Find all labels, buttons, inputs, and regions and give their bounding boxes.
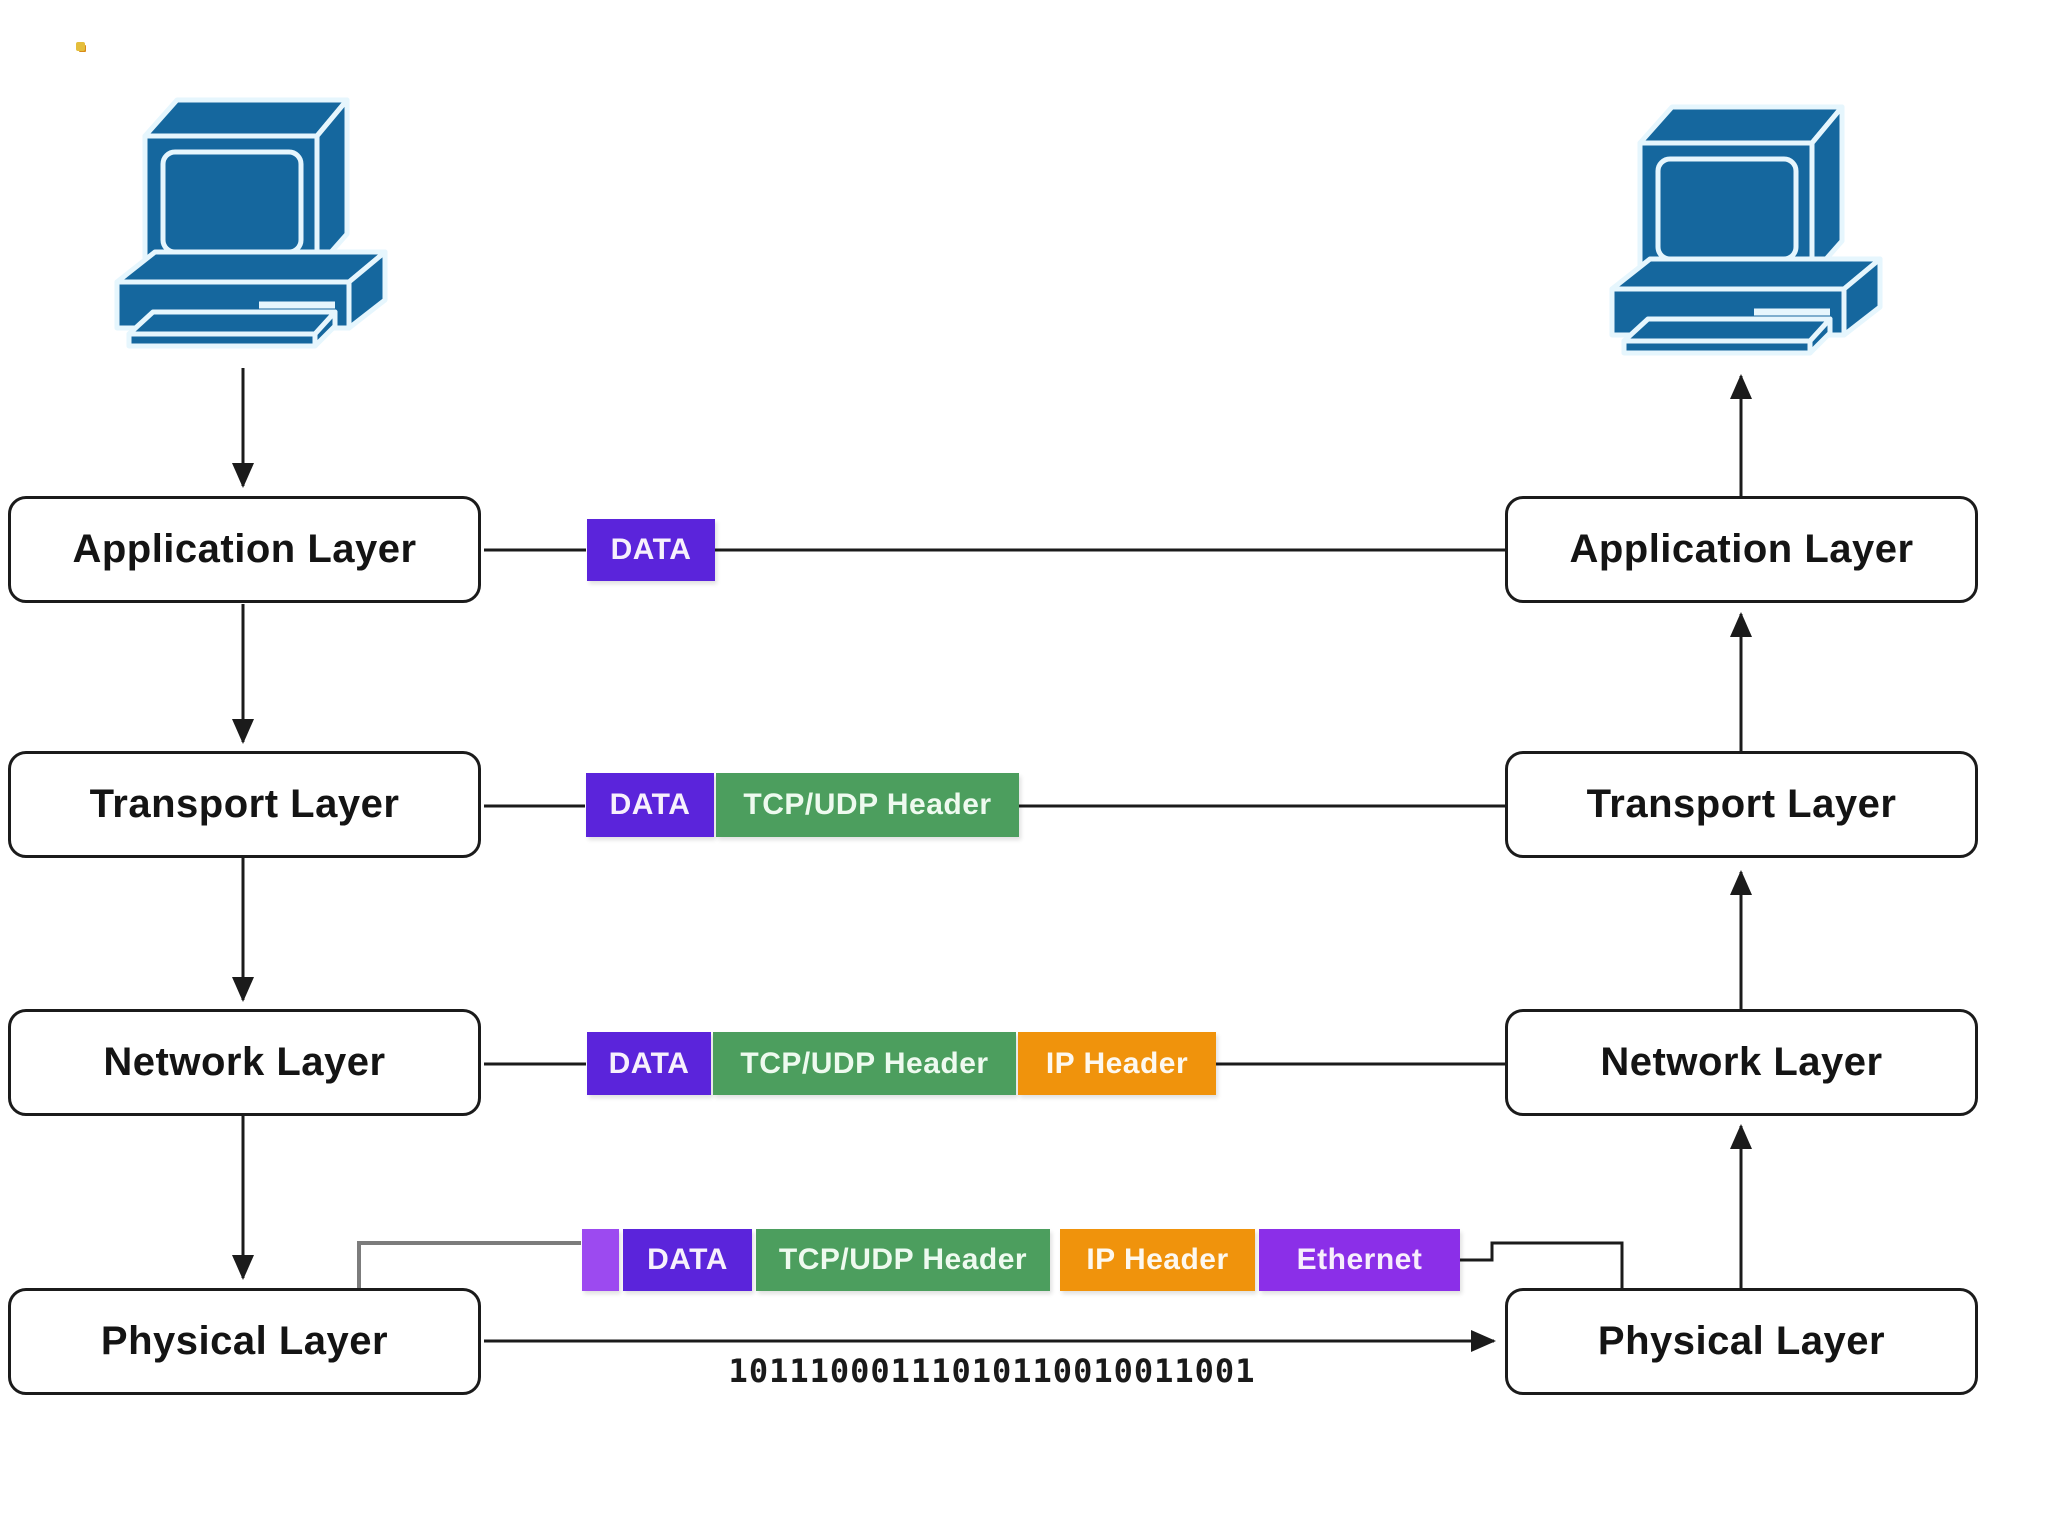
packet-block-data-row1: DATA (587, 519, 715, 581)
binary-stream-label: 10111000111010110010011001 (728, 1352, 1256, 1390)
packet-block-ethernet: Ethernet (1259, 1229, 1460, 1291)
packet-block-data-row3: DATA (587, 1032, 711, 1095)
packet-block-ip-header-row3: IP Header (1018, 1032, 1216, 1095)
artifact-dot (76, 42, 85, 51)
left-application-layer-box: Application Layer (8, 496, 481, 603)
packet-block-frame-start (582, 1229, 619, 1291)
packet-block-data-row4: DATA (623, 1229, 752, 1291)
receiver-computer-icon (1612, 107, 1880, 353)
packet-block-tcp-udp-header-row2: TCP/UDP Header (716, 773, 1019, 837)
right-transport-layer-label: Transport Layer (1586, 782, 1897, 826)
left-network-layer-label: Network Layer (103, 1040, 386, 1084)
right-physical-layer-box: Physical Layer (1505, 1288, 1978, 1395)
packet-block-tcp-udp-header-row3: TCP/UDP Header (713, 1032, 1016, 1095)
left-physical-layer-box: Physical Layer (8, 1288, 481, 1395)
sender-computer-icon (117, 100, 385, 346)
left-transport-layer-label: Transport Layer (89, 782, 400, 826)
left-application-layer-label: Application Layer (72, 527, 417, 571)
left-physical-layer-label: Physical Layer (100, 1319, 389, 1363)
right-physical-layer-label: Physical Layer (1597, 1319, 1886, 1363)
right-network-layer-label: Network Layer (1600, 1040, 1883, 1084)
right-network-layer-box: Network Layer (1505, 1009, 1978, 1116)
right-transport-layer-box: Transport Layer (1505, 751, 1978, 858)
packet-block-ip-header-row4: IP Header (1060, 1229, 1255, 1291)
elbow-physical-to-frame-left (357, 1241, 581, 1289)
right-application-layer-label: Application Layer (1569, 527, 1914, 571)
right-application-layer-box: Application Layer (1505, 496, 1978, 603)
packet-block-tcp-udp-header-row4: TCP/UDP Header (756, 1229, 1050, 1291)
elbow-frame-to-physical-right (1460, 1241, 1624, 1288)
packet-block-data-row2: DATA (586, 773, 714, 837)
left-network-layer-box: Network Layer (8, 1009, 481, 1116)
left-transport-layer-box: Transport Layer (8, 751, 481, 858)
